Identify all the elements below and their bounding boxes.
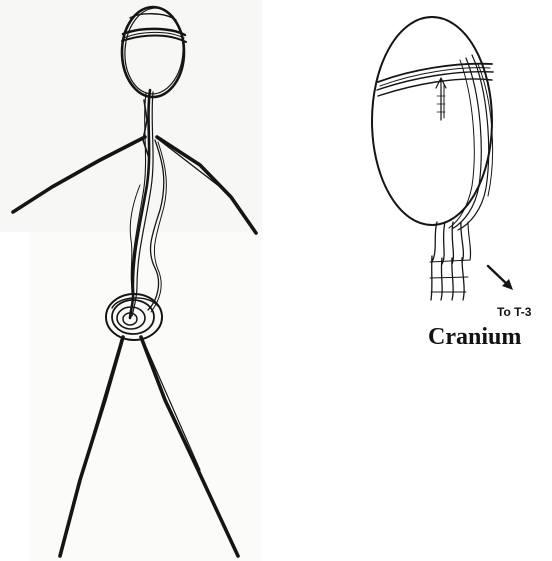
- cranium-caption: Cranium: [428, 324, 521, 351]
- arrow-to-t3: To T-3: [488, 266, 532, 319]
- cranium-drawing: To T-3: [372, 17, 532, 319]
- cranium-skull-outline: [372, 17, 493, 230]
- arrow-to-t3-label: To T-3: [497, 305, 532, 319]
- upward-arrow-marking: [436, 78, 446, 120]
- brainstem-nerve-bundle: [430, 222, 471, 300]
